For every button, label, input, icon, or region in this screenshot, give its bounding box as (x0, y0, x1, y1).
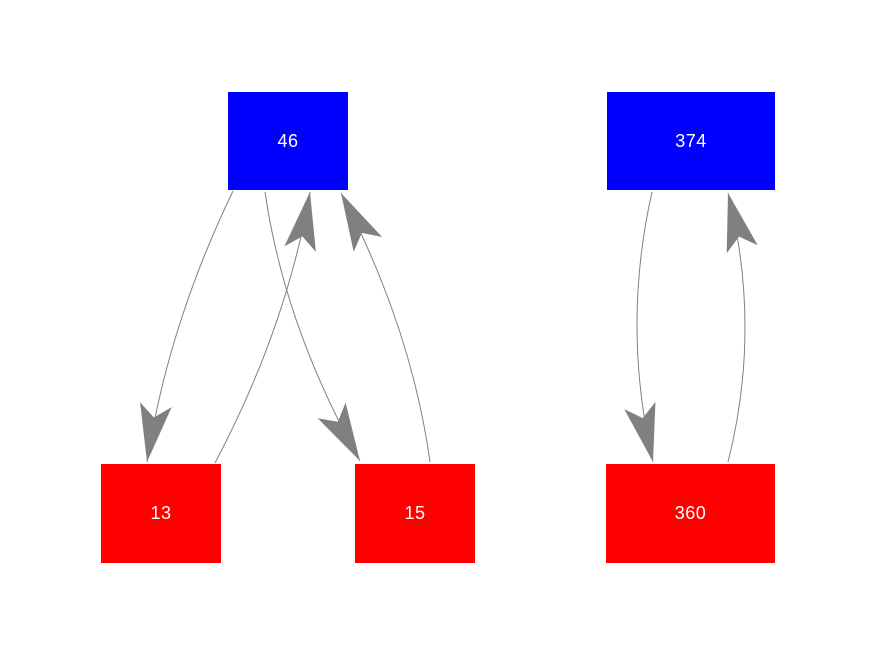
edge-46-to-13 (140, 190, 234, 463)
node-46: 46 (228, 92, 348, 190)
arrowhead-icon (284, 192, 316, 252)
arrowhead-icon (726, 193, 758, 254)
arrowhead-icon (317, 402, 360, 461)
node-13: 13 (101, 464, 221, 563)
node-label: 360 (674, 503, 707, 523)
node-label: 13 (150, 503, 172, 523)
node-label: 374 (675, 130, 707, 151)
node-label: 15 (404, 503, 426, 523)
arrowhead-icon (140, 402, 172, 462)
edge-46-to-15 (264, 191, 361, 462)
edge-13-to-46 (214, 191, 316, 464)
node-label: 46 (277, 130, 299, 151)
edge-360-to-374 (726, 192, 758, 463)
arrowhead-icon (624, 401, 656, 462)
edge-15-to-46 (340, 192, 431, 463)
node-374: 374 (607, 92, 775, 190)
edge-374-to-360 (624, 191, 656, 463)
node-15: 15 (355, 464, 475, 563)
arrowhead-icon (341, 193, 383, 252)
node-360: 360 (606, 464, 775, 563)
